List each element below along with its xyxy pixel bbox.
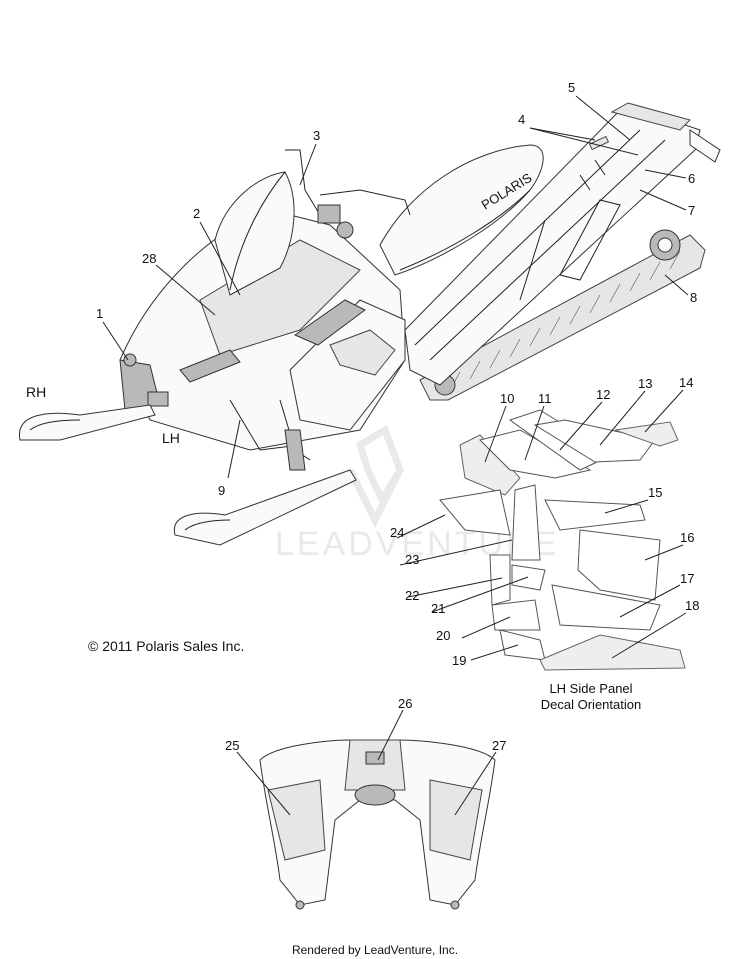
decal-21 [511,564,546,591]
callout-15: 15 [648,485,662,500]
callout-1: 1 [96,306,103,321]
decal-24 [439,489,511,536]
hood-center-recess [344,739,406,791]
ski-right [19,404,156,441]
copyright-text: © 2011 Polaris Sales Inc. [88,638,244,654]
callout-26: 26 [398,696,412,711]
snowmobile-illustration: POLARIS [19,102,721,546]
decal-10 [459,434,521,496]
decal-23 [511,484,541,561]
callout-25: 25 [225,738,239,753]
decal-16 [577,529,661,601]
callout-numbers: 1 2 3 4 5 6 7 8 9 10 11 12 13 14 15 16 1… [96,80,699,753]
leader-lines [102,95,689,816]
callout-5: 5 [568,80,575,95]
decal-19 [499,629,546,661]
handlebar-left [285,149,321,216]
callout-14: 14 [679,375,693,390]
decal-25-panel [267,779,326,861]
track [419,234,706,401]
handlebar-riser [317,204,341,224]
lh-side-panel-decals [439,409,686,671]
decal-17 [551,584,661,631]
callout-2: 2 [193,206,200,221]
decal-26-emblem [365,751,385,765]
decal-18 [539,634,686,671]
snowflap [610,102,691,131]
decal-11 [479,429,592,479]
callout-22: 22 [405,588,419,603]
handlebar-right [319,189,411,216]
callout-12: 12 [596,387,610,402]
decal-27-panel [429,779,483,861]
callout-11: 11 [538,391,552,406]
side-panel-recess [329,329,396,376]
callout-6: 6 [688,171,695,186]
footer-text: Rendered by LeadVenture, Inc. [292,943,458,957]
callout-3: 3 [313,128,320,143]
callout-27: 27 [492,738,506,753]
seat [379,144,544,276]
lh-label: LH [162,430,180,446]
callout-9: 9 [218,483,225,498]
shock-absorber [284,429,306,471]
callout-19: 19 [452,653,466,668]
hood-headlight-opening [354,784,396,806]
callout-10: 10 [500,391,514,406]
decal-20 [491,599,541,631]
callout-18: 18 [685,598,699,613]
callout-17: 17 [680,571,694,586]
ski-left [173,469,357,546]
rh-label: RH [26,384,46,400]
decal-caption-line2: Decal Orientation [541,697,641,712]
callout-13: 13 [638,376,652,391]
rear-flap [689,129,721,163]
callout-23: 23 [405,552,419,567]
vent-grille-front [179,349,241,383]
decal-15 [544,499,646,531]
callout-8: 8 [690,290,697,305]
callout-24: 24 [390,525,404,540]
vent-grille-right [293,299,366,346]
callout-16: 16 [680,530,694,545]
callout-7: 7 [688,203,695,218]
decal-caption-line1: LH Side Panel [549,681,632,696]
decal-13 [533,419,656,463]
callout-21: 21 [431,601,445,616]
callout-4: 4 [518,112,525,127]
gas-cap [336,221,354,239]
decal-22 [489,554,511,606]
emblem [147,391,169,407]
watermark-logo-icon [346,424,404,528]
callout-28: 28 [142,251,156,266]
callout-20: 20 [436,628,450,643]
headlight-lens [123,353,137,367]
hood-front-view [259,739,496,910]
